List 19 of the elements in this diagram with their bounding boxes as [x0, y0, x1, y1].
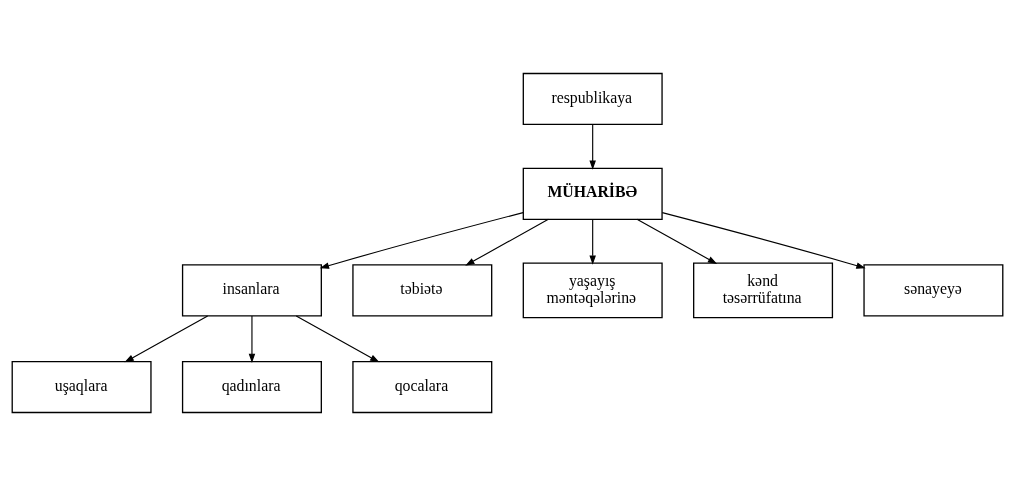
node-box: yaşayış məntəqələrinə [522, 262, 663, 318]
node-box: insanlara [181, 263, 322, 317]
arrow [589, 123, 596, 170]
arrow [661, 211, 866, 269]
node-box: MÜHARİBƏ [522, 167, 663, 220]
node-box: qadınlara [181, 360, 322, 413]
node-box: kənd təsərrüfatına [693, 262, 834, 318]
node-box: qocalara [352, 360, 493, 413]
node-box: təbiətə [352, 263, 493, 317]
node-box: sənayeyə [863, 263, 1004, 317]
arrow [319, 211, 524, 269]
arrow [124, 314, 209, 362]
arrow [589, 218, 596, 265]
arrow [465, 218, 549, 266]
arrow [248, 314, 256, 363]
node-box: uşaqlara [11, 360, 152, 413]
arrow [295, 314, 380, 362]
arrow [636, 218, 718, 264]
node-box: respublikaya [522, 72, 663, 125]
